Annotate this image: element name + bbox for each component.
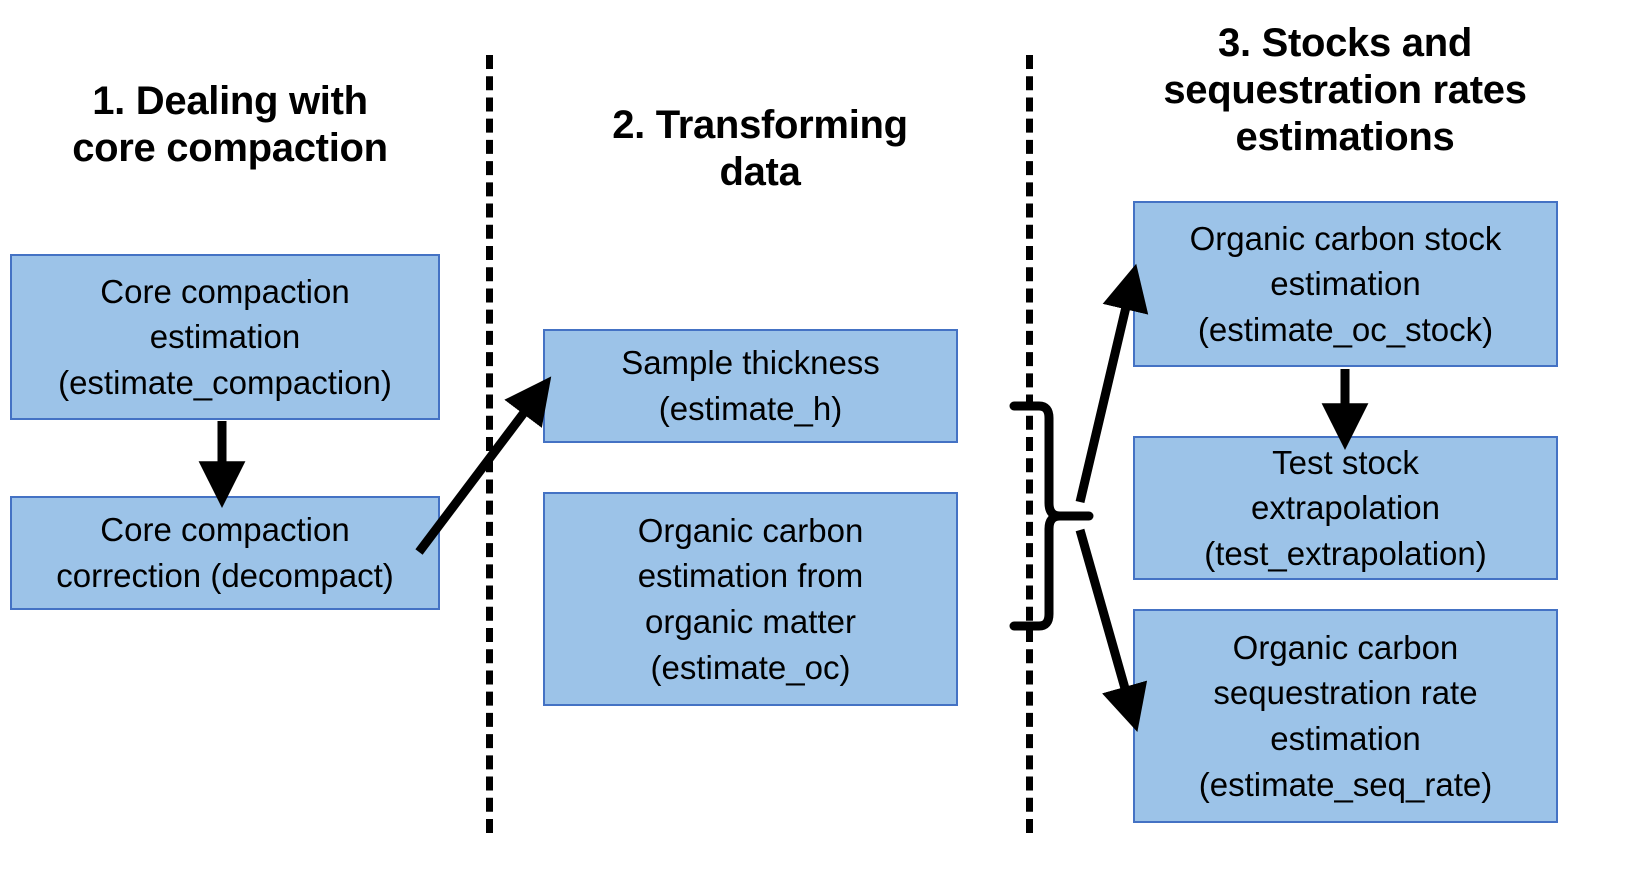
arrow-brace-to-oc-stock (1075, 263, 1149, 504)
column-divider-1 (486, 55, 493, 833)
column-divider-2 (1026, 55, 1033, 833)
box-oc-stock-estimation[interactable]: Organic carbon stock estimation (estimat… (1133, 201, 1558, 367)
box-core-compaction-estimation[interactable]: Core compaction estimation (estimate_com… (10, 254, 440, 420)
box-test-stock-extrapolation[interactable]: Test stock extrapolation (test_extrapola… (1133, 436, 1558, 580)
column-2-heading: 2. Transforming data (612, 103, 908, 195)
box-organic-carbon-estimation[interactable]: Organic carbon estimation from organic m… (543, 492, 958, 706)
box-oc-sequestration-rate[interactable]: Organic carbon sequestration rate estima… (1133, 609, 1558, 823)
box-sample-thickness[interactable]: Sample thickness (estimate_h) (543, 329, 958, 443)
column-3-heading: 3. Stocks and sequestration rates estima… (1163, 21, 1527, 160)
box-core-compaction-correction[interactable]: Core compaction correction (decompact) (10, 496, 440, 610)
arrow-brace-to-seq-rate (1075, 528, 1148, 732)
column-1-heading: 1. Dealing with core compaction (72, 79, 388, 171)
